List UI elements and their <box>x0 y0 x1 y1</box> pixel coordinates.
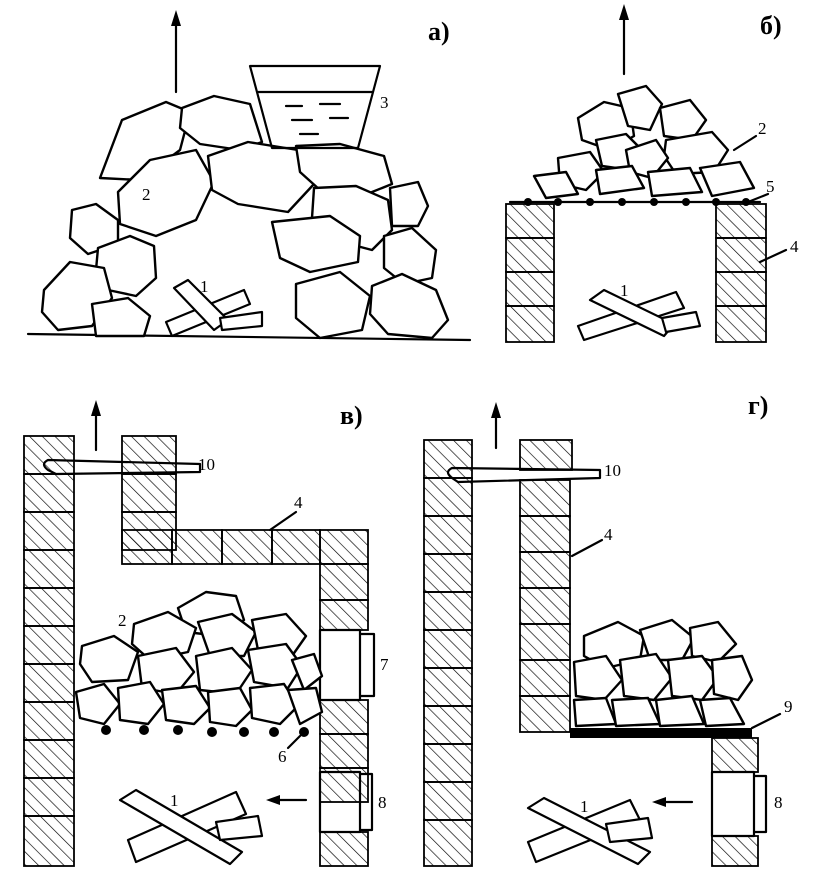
stone-heap-v <box>74 590 324 728</box>
label-water-a: 3 <box>380 93 389 112</box>
up-arrow-icon <box>491 402 501 450</box>
stone-heap-g <box>572 618 754 728</box>
label-door-stones-v: 7 <box>380 655 389 674</box>
panel-b: б) <box>505 4 799 343</box>
water-bucket <box>248 64 382 150</box>
label-fire-b: 1 <box>620 281 629 300</box>
stone-heap-b <box>532 84 756 200</box>
up-arrow-icon <box>619 4 629 76</box>
panel-a: а) <box>26 10 472 342</box>
door-fire-v <box>318 770 374 834</box>
label-damper-v: 10 <box>198 455 215 474</box>
panel-v-label: в) <box>340 401 363 430</box>
damper-g <box>446 466 602 484</box>
brick-walls-b <box>505 203 767 343</box>
left-arrow-icon <box>652 797 694 807</box>
panel-g-label: г) <box>748 391 768 420</box>
grate-b <box>508 198 762 206</box>
panel-g: г) <box>423 391 793 867</box>
label-brick-b: 4 <box>790 237 799 256</box>
label-fire-g: 1 <box>580 797 589 816</box>
label-damper-g: 10 <box>604 461 621 480</box>
firewood <box>164 278 264 338</box>
label-grate-v: 6 <box>278 747 287 766</box>
damper-v <box>42 458 202 476</box>
firewood-v <box>118 788 264 866</box>
door-fire-g <box>710 770 768 838</box>
left-arrow-icon <box>266 795 308 805</box>
label-stones-v: 2 <box>118 611 127 630</box>
grate-v <box>101 725 309 737</box>
stone-heap <box>40 94 450 340</box>
label-brick-v: 4 <box>294 493 303 512</box>
label-plate-g: 9 <box>784 697 793 716</box>
panel-a-label: а) <box>428 17 450 46</box>
label-brick-g: 4 <box>604 525 613 544</box>
door-stones-v <box>318 628 376 702</box>
label-grate-b: 5 <box>766 177 775 196</box>
firewood-b <box>576 288 702 342</box>
label-stones-a: 2 <box>142 185 151 204</box>
firewood-g <box>526 796 654 866</box>
label-door-fire-v: 8 <box>378 793 387 812</box>
label-stones-b: 2 <box>758 119 767 138</box>
label-door-fire-g: 8 <box>774 793 783 812</box>
up-arrow-icon <box>91 400 101 452</box>
panel-v: в) <box>23 400 389 867</box>
panel-b-label: б) <box>760 11 782 40</box>
steel-plate-g <box>570 728 752 738</box>
label-fire-a: 1 <box>200 277 209 296</box>
up-arrow-icon <box>171 10 181 94</box>
brick-walls-v <box>23 435 369 867</box>
label-fire-v: 1 <box>170 791 179 810</box>
brick-walls-g <box>423 439 759 867</box>
